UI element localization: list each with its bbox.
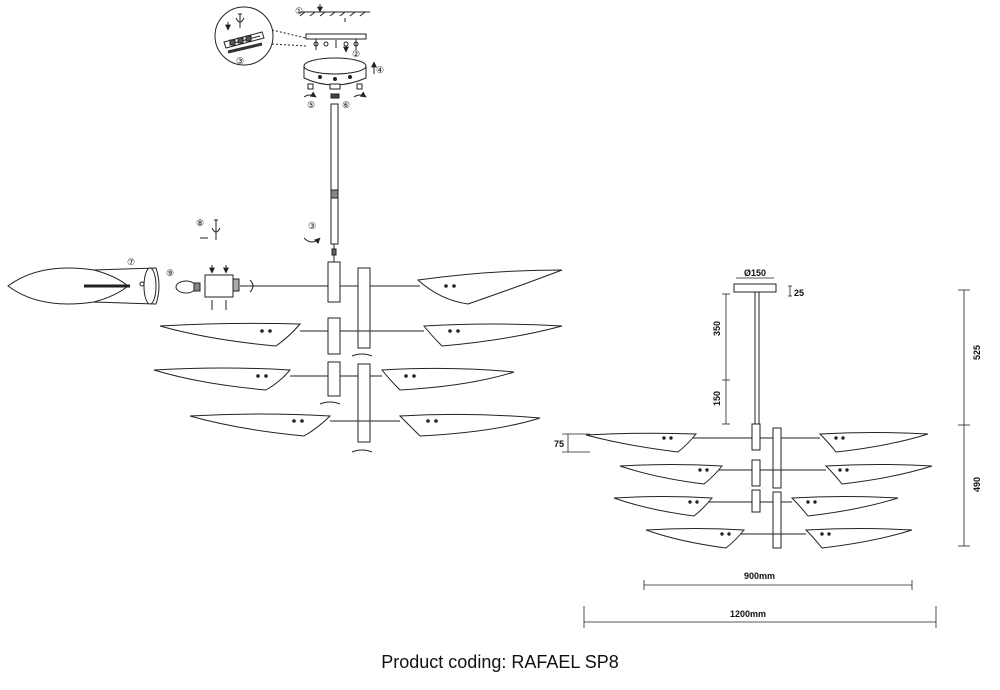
inner-width-label: 900mm [744, 571, 775, 581]
canopy-diameter-label: Ø150 [744, 268, 766, 278]
dimensioned-fixture [585, 283, 933, 549]
total-upper-label: 525 [972, 345, 982, 360]
total-lower-label: 490 [972, 477, 982, 492]
product-coding-caption: Product coding: RAFAEL SP8 [381, 652, 619, 672]
dimension-labels: Ø150 25 350 150 525 490 75 900mm 1200mm [554, 268, 982, 619]
step-marker-8: ⑧ [196, 218, 204, 228]
arm-spacing-label: 75 [554, 439, 564, 449]
canopy-height-label: 25 [794, 288, 804, 298]
step-marker-7: ⑦ [127, 257, 135, 267]
canopy [303, 57, 377, 86]
step-marker-2: ② [352, 49, 360, 59]
step-labels: ① ② ③ ④ ⑤ ⑥ ③ ⑧ ⑦ ⑨ [127, 6, 384, 278]
step-marker-5: ⑤ [307, 100, 315, 110]
lampholder [200, 219, 254, 310]
step-marker-6: ⑥ [342, 100, 350, 110]
canopy-side [733, 283, 777, 293]
step-marker-3: ③ [236, 56, 244, 66]
overall-width-label: 1200mm [730, 609, 766, 619]
step-marker-9: ⑨ [166, 268, 174, 278]
rod-upper-label: 350 [712, 321, 722, 336]
rod-lower-label: 150 [712, 391, 722, 406]
mounting-bracket [305, 33, 367, 53]
canopy-fasteners [303, 83, 367, 99]
ceiling-mount [299, 4, 370, 22]
step-marker-1: ① [295, 6, 303, 16]
step-marker-4: ④ [376, 65, 384, 75]
suspension-rod [303, 103, 339, 262]
exploded-assembly [7, 4, 377, 310]
left-fixture [153, 261, 563, 453]
step-marker-3b: ③ [308, 221, 316, 231]
wiring-detail-circle [214, 6, 307, 66]
g9-bulb [175, 280, 201, 294]
exploded-shade [7, 267, 160, 305]
dimension-lines [562, 277, 970, 628]
